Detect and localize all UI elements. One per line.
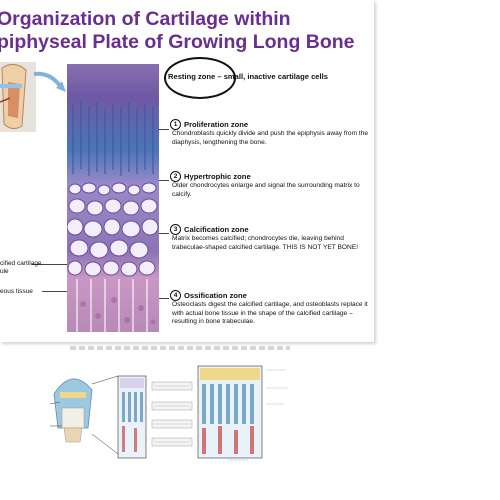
calcification-zone-heading: 3 Calcification zone	[170, 224, 249, 235]
proliferation-zone-description: Chondroblasts quickly divide and push th…	[172, 130, 369, 146]
tick-hypertrophic	[159, 180, 169, 181]
pointer-arrow	[33, 71, 66, 92]
osseous-tissue-label: eous tissue	[0, 288, 33, 295]
resting-zone-label: Resting zone – small, inactive cartilage…	[168, 72, 328, 81]
hypertrophic-zone-description: Older chondrocytes enlarge and signal th…	[172, 182, 360, 198]
calcification-zone-description: Matrix becomes calcified; chondrocytes d…	[172, 235, 359, 251]
tick-calcified-cartilage	[32, 264, 67, 265]
slide-title: Organization of Cartilage within piphyse…	[0, 8, 377, 54]
zone-number-badge: 2	[170, 171, 181, 182]
zone-name: Calcification zone	[184, 225, 249, 234]
tick-osseous-tissue	[42, 291, 67, 292]
zone-name: Hypertrophic zone	[184, 172, 251, 181]
zone-number-badge: 3	[170, 224, 181, 235]
growth-plate-diagram	[48, 364, 294, 464]
ossification-zone-description: Osteoclasts digest the calcified cartila…	[172, 301, 368, 326]
hypertrophic-zone-heading: 2 Hypertrophic zone	[170, 171, 251, 182]
slide-title-line-2: piphyseal Plate of Growing Long Bone	[0, 31, 355, 53]
zone-number-badge: 4	[170, 290, 181, 301]
long-bone-thumbnail	[0, 62, 36, 132]
zone-name: Proliferation zone	[184, 120, 249, 129]
annotation-circle	[164, 57, 236, 99]
tick-proliferation	[159, 129, 169, 130]
calcified-cartilage-label-line-2: ule	[0, 268, 9, 275]
calcified-cartilage-label: cified cartilage	[0, 260, 42, 267]
tick-ossification	[159, 298, 169, 299]
epiphyseal-plate-micrograph	[67, 64, 159, 332]
zone-name: Ossification zone	[184, 291, 247, 300]
lecture-slide: Organization of Cartilage within piphyse…	[0, 8, 377, 332]
slide-title-line-1: Organization of Cartilage within	[0, 8, 291, 30]
ossification-zone-heading: 4 Ossification zone	[170, 290, 247, 301]
faint-text-strip	[70, 346, 290, 350]
zone-number-badge: 1	[170, 119, 181, 130]
proliferation-zone-heading: 1 Proliferation zone	[170, 119, 248, 130]
tick-calcification	[159, 233, 169, 234]
